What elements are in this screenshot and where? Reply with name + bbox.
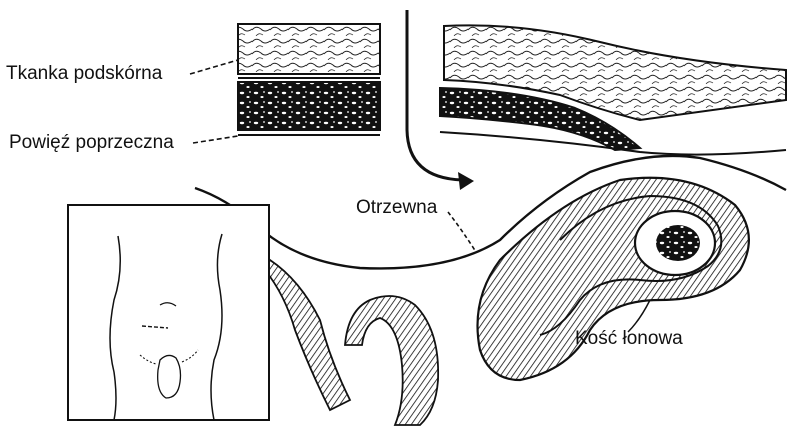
- intestine-left: [265, 260, 350, 410]
- left-muscle-layer: [238, 82, 380, 130]
- left-wall-section: [238, 24, 380, 135]
- leader-tkanka: [190, 60, 238, 74]
- inset-frame: [68, 205, 269, 420]
- pubic-bone-marrow: [656, 225, 700, 261]
- leader-otrzewna: [448, 212, 476, 252]
- leader-powiez: [193, 136, 238, 143]
- label-pubic-bone: Kość łonowa: [575, 329, 683, 348]
- label-peritoneum: Otrzewna: [356, 198, 437, 217]
- bladder-fold: [478, 178, 749, 380]
- left-subcutaneous-layer: [238, 24, 380, 74]
- right-wall-section: [440, 25, 786, 154]
- inset-body-outline: [68, 205, 269, 420]
- direction-arrowhead: [458, 172, 474, 190]
- pelvic-outline: [195, 156, 786, 425]
- label-transversalis-fascia: Powięź poprzeczna: [9, 133, 174, 152]
- label-subcutaneous-tissue: Tkanka podskórna: [6, 64, 162, 83]
- intestine-loop: [345, 296, 438, 425]
